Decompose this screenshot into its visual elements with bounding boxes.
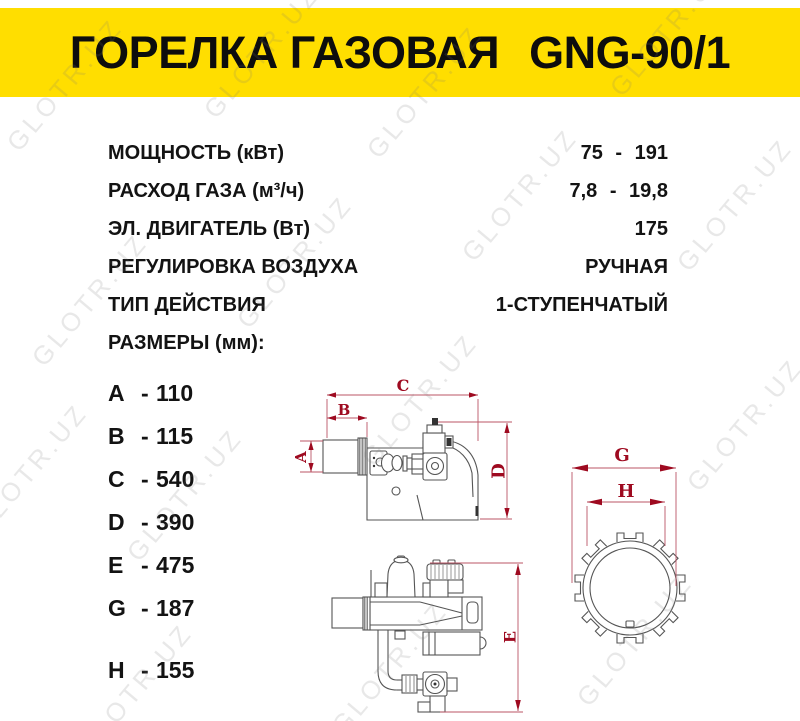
- spec-value: 7,8 - 19,8: [569, 179, 668, 202]
- spec-label: РАСХОД ГАЗА (м³/ч): [108, 179, 305, 202]
- dimension-value: 475: [156, 551, 195, 578]
- spec-label: РАЗМЕРЫ (мм):: [108, 331, 265, 354]
- dimension-letter: B: [108, 422, 125, 449]
- dimension-value: 187: [156, 594, 195, 621]
- dimension-row: H - 155: [108, 657, 194, 683]
- dimension-row: B - 115: [108, 423, 193, 449]
- dimension-dash: -: [141, 465, 149, 492]
- title-banner: ГОРЕЛКА ГАЗОВАЯ GNG-90/1: [0, 8, 800, 97]
- product-name: ГОРЕЛКА ГАЗОВАЯ: [69, 26, 500, 78]
- spec-row: МОЩНОСТЬ (кВт) 75 - 191: [108, 134, 668, 172]
- dimension-dash: -: [141, 551, 149, 578]
- spec-label: МОЩНОСТЬ (кВт): [108, 141, 284, 164]
- dimension-letter: G: [108, 594, 126, 621]
- dimension-letter: E: [108, 551, 124, 578]
- side-view-drawing: A B C D: [292, 376, 512, 521]
- dimension-dash: -: [141, 379, 149, 406]
- dimension-row: E - 475: [108, 552, 194, 578]
- dimension-dash: -: [141, 656, 149, 683]
- dimension-row: D - 390: [108, 509, 194, 535]
- spec-row: РАЗМЕРЫ (мм):: [108, 324, 668, 362]
- spec-value: 75 - 191: [580, 141, 668, 164]
- dim-label-e: E: [501, 631, 520, 643]
- spec-value: 1-СТУПЕНЧАТЫЙ: [495, 293, 668, 316]
- spec-row: ЭЛ. ДВИГАТЕЛЬ (Вт) 175: [108, 210, 668, 248]
- dim-label-c: C: [397, 376, 410, 395]
- dim-label-b: B: [338, 401, 351, 419]
- spec-row: ТИП ДЕЙСТВИЯ 1-СТУПЕНЧАТЫЙ: [108, 286, 668, 324]
- spec-value: 175: [634, 217, 668, 240]
- spec-label: РЕГУЛИРОВКА ВОЗДУХА: [108, 255, 359, 278]
- dim-label-d: D: [489, 463, 510, 479]
- watermark-text: GLOTR.UZ: [670, 132, 799, 277]
- spec-label: ЭЛ. ДВИГАТЕЛЬ (Вт): [108, 217, 311, 240]
- dimension-row: C - 540: [108, 466, 194, 492]
- flange-view-drawing: G H: [571, 445, 686, 644]
- dim-label-h: H: [617, 481, 634, 502]
- page-title: ГОРЕЛКА ГАЗОВАЯ GNG-90/1: [69, 26, 731, 79]
- technical-drawing: A B C D: [292, 376, 686, 713]
- dimension-value: 110: [156, 379, 194, 406]
- product-model: GNG-90/1: [529, 26, 731, 78]
- dimension-letter: A: [108, 379, 125, 406]
- dimension-row: G - 187: [108, 595, 194, 621]
- dimension-dash: -: [141, 422, 149, 449]
- dimension-row: A - 110: [108, 380, 193, 406]
- dimension-letter: H: [108, 656, 125, 683]
- dimension-letter: C: [108, 465, 125, 492]
- dimension-value: 540: [156, 465, 195, 492]
- dimension-value: 115: [156, 422, 194, 449]
- spec-value: РУЧНАЯ: [585, 255, 668, 278]
- dimension-letter: D: [108, 508, 125, 535]
- spec-row: РЕГУЛИРОВКА ВОЗДУХА РУЧНАЯ: [108, 248, 668, 286]
- dimension-dash: -: [141, 508, 149, 535]
- watermark-text: GLOTR.UZ: [0, 397, 94, 542]
- spec-row: РАСХОД ГАЗА (м³/ч) 7,8 - 19,8: [108, 172, 668, 210]
- spec-label: ТИП ДЕЙСТВИЯ: [108, 293, 266, 316]
- dimension-value: 155: [156, 656, 195, 683]
- top-view-drawing: E: [331, 555, 523, 713]
- specs-list: МОЩНОСТЬ (кВт) 75 - 191 РАСХОД ГАЗА (м³/…: [108, 134, 668, 362]
- dim-label-g: G: [614, 445, 629, 466]
- dimension-dash: -: [141, 594, 149, 621]
- dim-label-a: A: [292, 451, 310, 464]
- dimension-value: 390: [156, 508, 195, 535]
